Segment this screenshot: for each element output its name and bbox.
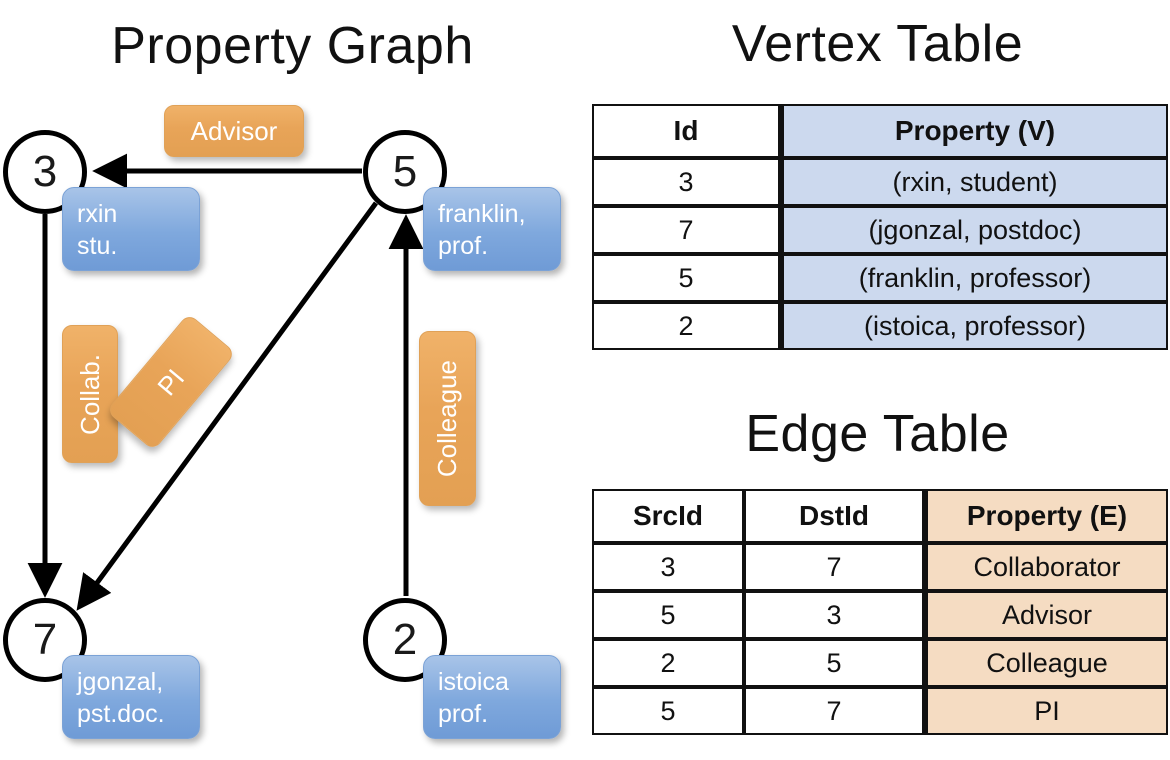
graph-node-5[interactable]: 5	[363, 130, 447, 214]
cell-property: Collaborator	[924, 543, 1168, 591]
column-header-property-e: Property (E)	[924, 489, 1168, 543]
table-row: 2 (istoica, professor)	[592, 302, 1168, 350]
cell-property: PI	[924, 687, 1168, 735]
page-title-property-graph: Property Graph	[111, 17, 474, 75]
graph-node-2[interactable]: 2	[363, 598, 447, 682]
cell-srcid: 5	[592, 687, 744, 735]
edge-5-to-7-pi	[76, 201, 379, 611]
cell-property: (jgonzal, postdoc)	[780, 206, 1168, 254]
cell-property: Advisor	[924, 591, 1168, 639]
column-header-srcid: SrcId	[592, 489, 744, 543]
node-property-box-3: rxin stu.	[62, 187, 200, 271]
edge-label-text: Collab.	[74, 353, 105, 435]
graph-edges-svg	[27, 153, 424, 611]
node-property-line: rxin	[77, 200, 118, 228]
edge-label-collab: Collab.	[62, 325, 118, 463]
cell-id: 3	[592, 158, 780, 206]
edge-table: SrcId DstId Property (E) 3 7 Collaborato…	[592, 489, 1168, 735]
node-property-box-5: franklin, prof.	[423, 187, 561, 271]
node-property-line: prof.	[438, 700, 489, 728]
cell-property: Colleague	[924, 639, 1168, 687]
cell-srcid: 5	[592, 591, 744, 639]
cell-dstid: 3	[744, 591, 924, 639]
edge-label-text: PI	[151, 362, 191, 401]
cell-srcid: 3	[592, 543, 744, 591]
table-row: 5 (franklin, professor)	[592, 254, 1168, 302]
cell-dstid: 7	[744, 543, 924, 591]
node-property-line: stu.	[77, 232, 118, 260]
vertex-table: Id Property (V) 3 (rxin, student) 7 (jgo…	[592, 104, 1168, 350]
edge-label-text: Advisor	[190, 115, 278, 146]
node-property-line: jgonzal,	[77, 668, 164, 696]
cell-id: 2	[592, 302, 780, 350]
table-header-row: Id Property (V)	[592, 104, 1168, 158]
node-property-line: prof.	[438, 232, 489, 260]
edge-label-text: Colleague	[432, 359, 462, 478]
cell-property: (istoica, professor)	[780, 302, 1168, 350]
table-row: 3 7 Collaborator	[592, 543, 1168, 591]
page-title-vertex-table: Vertex Table	[731, 15, 1024, 73]
node-property-line: pst.doc.	[77, 700, 165, 728]
table-row: 5 3 Advisor	[592, 591, 1168, 639]
cell-property: (franklin, professor)	[780, 254, 1168, 302]
node-property-box-2: istoica prof.	[423, 655, 561, 739]
cell-srcid: 2	[592, 639, 744, 687]
cell-dstid: 7	[744, 687, 924, 735]
cell-dstid: 5	[744, 639, 924, 687]
cell-id: 7	[592, 206, 780, 254]
property-graph-diagram: 3 5 7 2 rxin stu. franklin, prof. jgonza…	[3, 105, 561, 739]
cell-id: 5	[592, 254, 780, 302]
table-header-row: SrcId DstId Property (E)	[592, 489, 1168, 543]
table-row: 7 (jgonzal, postdoc)	[592, 206, 1168, 254]
node-property-box-7: jgonzal, pst.doc.	[62, 655, 200, 739]
cell-property: (rxin, student)	[780, 158, 1168, 206]
table-row: 5 7 PI	[592, 687, 1168, 735]
column-header-dstid: DstId	[744, 489, 924, 543]
page-title-edge-table: Edge Table	[745, 405, 1010, 463]
node-property-line: istoica	[438, 668, 509, 696]
column-header-property-v: Property (V)	[780, 104, 1168, 158]
table-row: 2 5 Colleague	[592, 639, 1168, 687]
edge-label-colleague: Colleague	[419, 331, 476, 506]
column-header-id: Id	[592, 104, 780, 158]
table-row: 3 (rxin, student)	[592, 158, 1168, 206]
node-property-line: franklin,	[438, 200, 526, 228]
edge-label-advisor: Advisor	[164, 105, 304, 157]
